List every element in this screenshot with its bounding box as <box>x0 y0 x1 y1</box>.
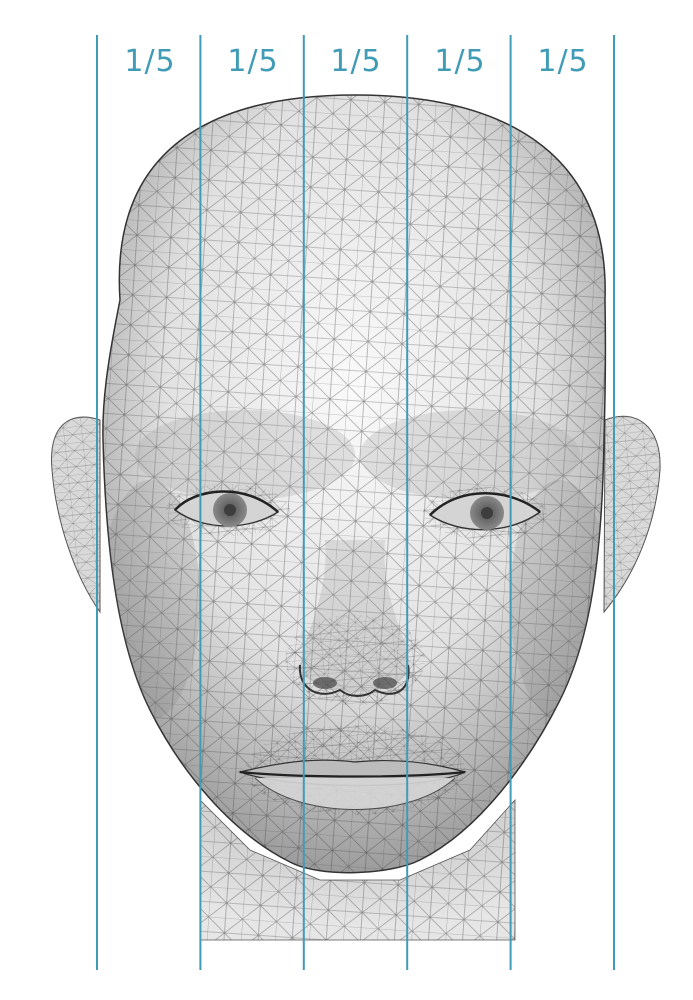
fifth-label-3: 1/5 <box>330 44 382 79</box>
nose <box>298 664 410 697</box>
mouth <box>237 759 467 810</box>
fifth-label-2: 1/5 <box>227 44 279 79</box>
fifth-label-1: 1/5 <box>124 44 176 79</box>
fifth-label-4: 1/5 <box>434 44 486 79</box>
left-ear <box>51 416 101 614</box>
right-eye <box>428 492 542 531</box>
guide-lines <box>96 35 615 970</box>
fifth-label-5: 1/5 <box>537 44 589 79</box>
right-ear <box>603 415 661 614</box>
